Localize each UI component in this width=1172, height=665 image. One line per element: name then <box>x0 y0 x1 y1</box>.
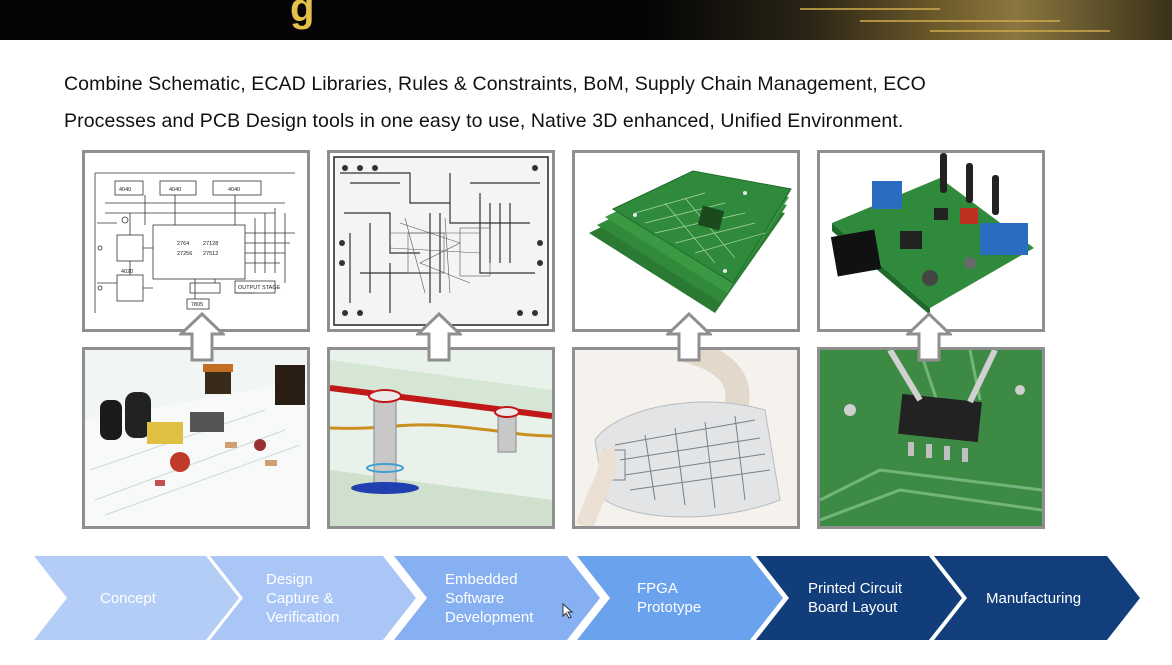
header-title-fragment: g <box>290 0 315 30</box>
schematic-label: 4020 <box>121 269 133 275</box>
schematic-label: OUTPUT STAGE <box>238 285 281 291</box>
header-trace <box>800 8 940 10</box>
flex-circuit-drawing <box>575 350 797 526</box>
schematic-drawing: 4040 4040 4040 2764 27128 27256 27512 40… <box>94 172 295 313</box>
up-arrow-icon <box>906 312 952 362</box>
workflow-step-label: Manufacturing <box>986 589 1082 607</box>
assembled-pcb-photo <box>817 150 1045 332</box>
intro-line-2: Processes and PCB Design tools in one ea… <box>64 110 904 132</box>
up-arrow-icon <box>416 312 462 362</box>
schematic-diagram-image: 4040 4040 4040 2764 27128 27256 27512 40… <box>82 150 310 332</box>
chip-drawing <box>820 350 1042 526</box>
pcb-artwork-drawing <box>333 156 549 326</box>
flexible-circuit-photo <box>572 347 800 529</box>
up-arrow-icon <box>666 312 712 362</box>
via-drawing <box>330 350 552 526</box>
schematic-label: 7805 <box>191 302 203 308</box>
electronic-components-photo <box>82 347 310 529</box>
pcb-boards-photo <box>572 150 800 332</box>
schematic-label: 4040 <box>228 187 240 193</box>
workflow-step-manufacturing: Manufacturing <box>934 556 1140 640</box>
pcb-boards-drawing <box>575 153 797 329</box>
intro-text: Combine Schematic, ECAD Libraries, Rules… <box>64 66 1114 140</box>
header-band: g <box>0 0 1172 40</box>
header-trace <box>930 30 1110 32</box>
schematic-label: 27128 <box>203 241 218 247</box>
schematic-label: 27512 <box>203 251 218 257</box>
workflow-step-label: Concept <box>100 589 156 607</box>
schematic-label: 27256 <box>177 251 192 257</box>
schematic-label: 2764 <box>177 241 189 247</box>
3d-via-cross-section-image <box>327 347 555 529</box>
chip-soldering-photo <box>817 347 1045 529</box>
up-arrow-icon <box>179 312 225 362</box>
assembled-pcb-drawing <box>820 153 1042 329</box>
schematic-label: 4040 <box>119 187 131 193</box>
components-drawing <box>85 350 307 526</box>
mouse-cursor-icon <box>562 603 574 619</box>
schematic-label: 4040 <box>169 187 181 193</box>
intro-line-1: Combine Schematic, ECAD Libraries, Rules… <box>64 73 926 95</box>
header-trace <box>860 20 1060 22</box>
pcb-layout-artwork-image <box>327 150 555 332</box>
workflow-step-concept: Concept <box>34 556 239 640</box>
